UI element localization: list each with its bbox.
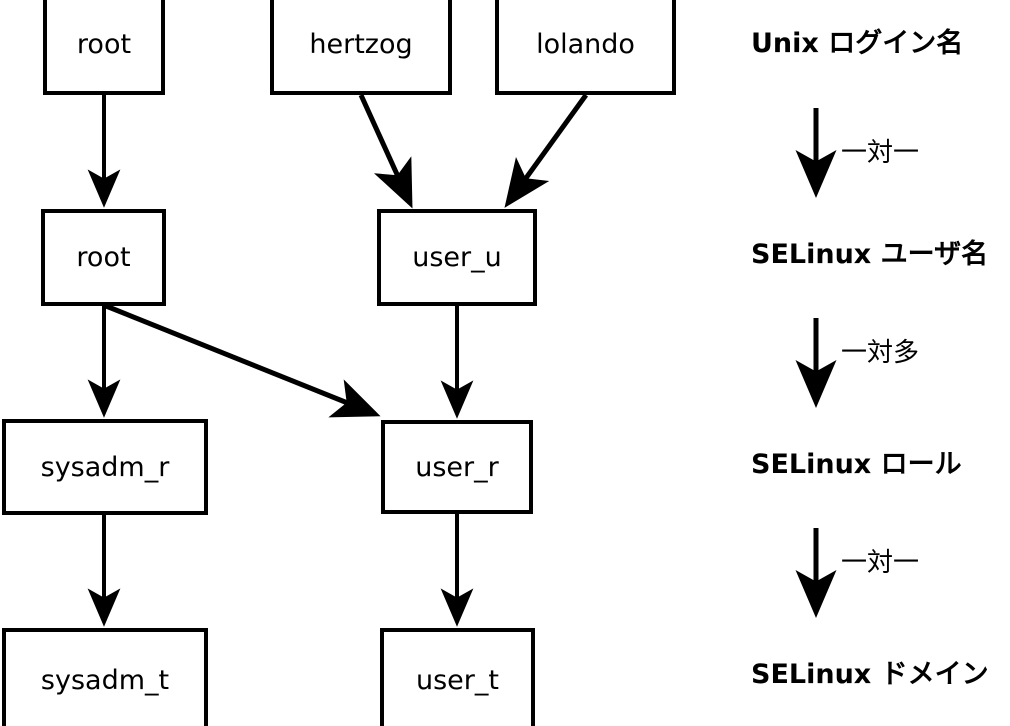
legend-level-1-label: Unix ログイン名 [751,28,964,59]
node-role-sysadm-r[interactable]: sysadm_r [2,419,208,515]
node-unix-hertzog-label: hertzog [309,29,413,60]
legend-level-4-label: SELinux ドメイン [751,659,989,690]
edge-lolando-to-user-u [504,93,589,208]
node-domain-user-t[interactable]: user_t [380,628,535,726]
edge-root-to-user-r [105,303,381,418]
node-role-user-r-label: user_r [415,451,499,483]
legend-level-2-label: SELinux ユーザ名 [751,239,989,270]
legend-relation-3-label: 一対一 [841,548,920,578]
node-unix-root-label: root [76,29,132,60]
node-role-sysadm-r-label: sysadm_r [40,451,170,483]
node-unix-root[interactable]: root [43,0,165,95]
node-domain-sysadm-t[interactable]: sysadm_t [2,628,208,726]
node-unix-lolando[interactable]: lolando [495,0,676,95]
node-seuser-root-label: root [76,242,131,273]
legend-relation-2-label: 一対多 [841,338,920,368]
edge-hertzog-to-user-u [358,93,413,209]
node-unix-hertzog[interactable]: hertzog [270,0,452,95]
node-seuser-root[interactable]: root [41,209,166,306]
node-seuser-user-u[interactable]: user_u [377,209,537,306]
node-domain-sysadm-t-label: sysadm_t [40,664,170,696]
node-domain-user-t-label: user_t [416,664,499,696]
node-unix-lolando-label: lolando [536,29,635,60]
legend-relation-1-label: 一対一 [841,138,920,168]
node-role-user-r[interactable]: user_r [381,420,533,514]
node-seuser-user-u-label: user_u [412,242,502,273]
legend-level-3-label: SELinux ロール [751,449,962,480]
